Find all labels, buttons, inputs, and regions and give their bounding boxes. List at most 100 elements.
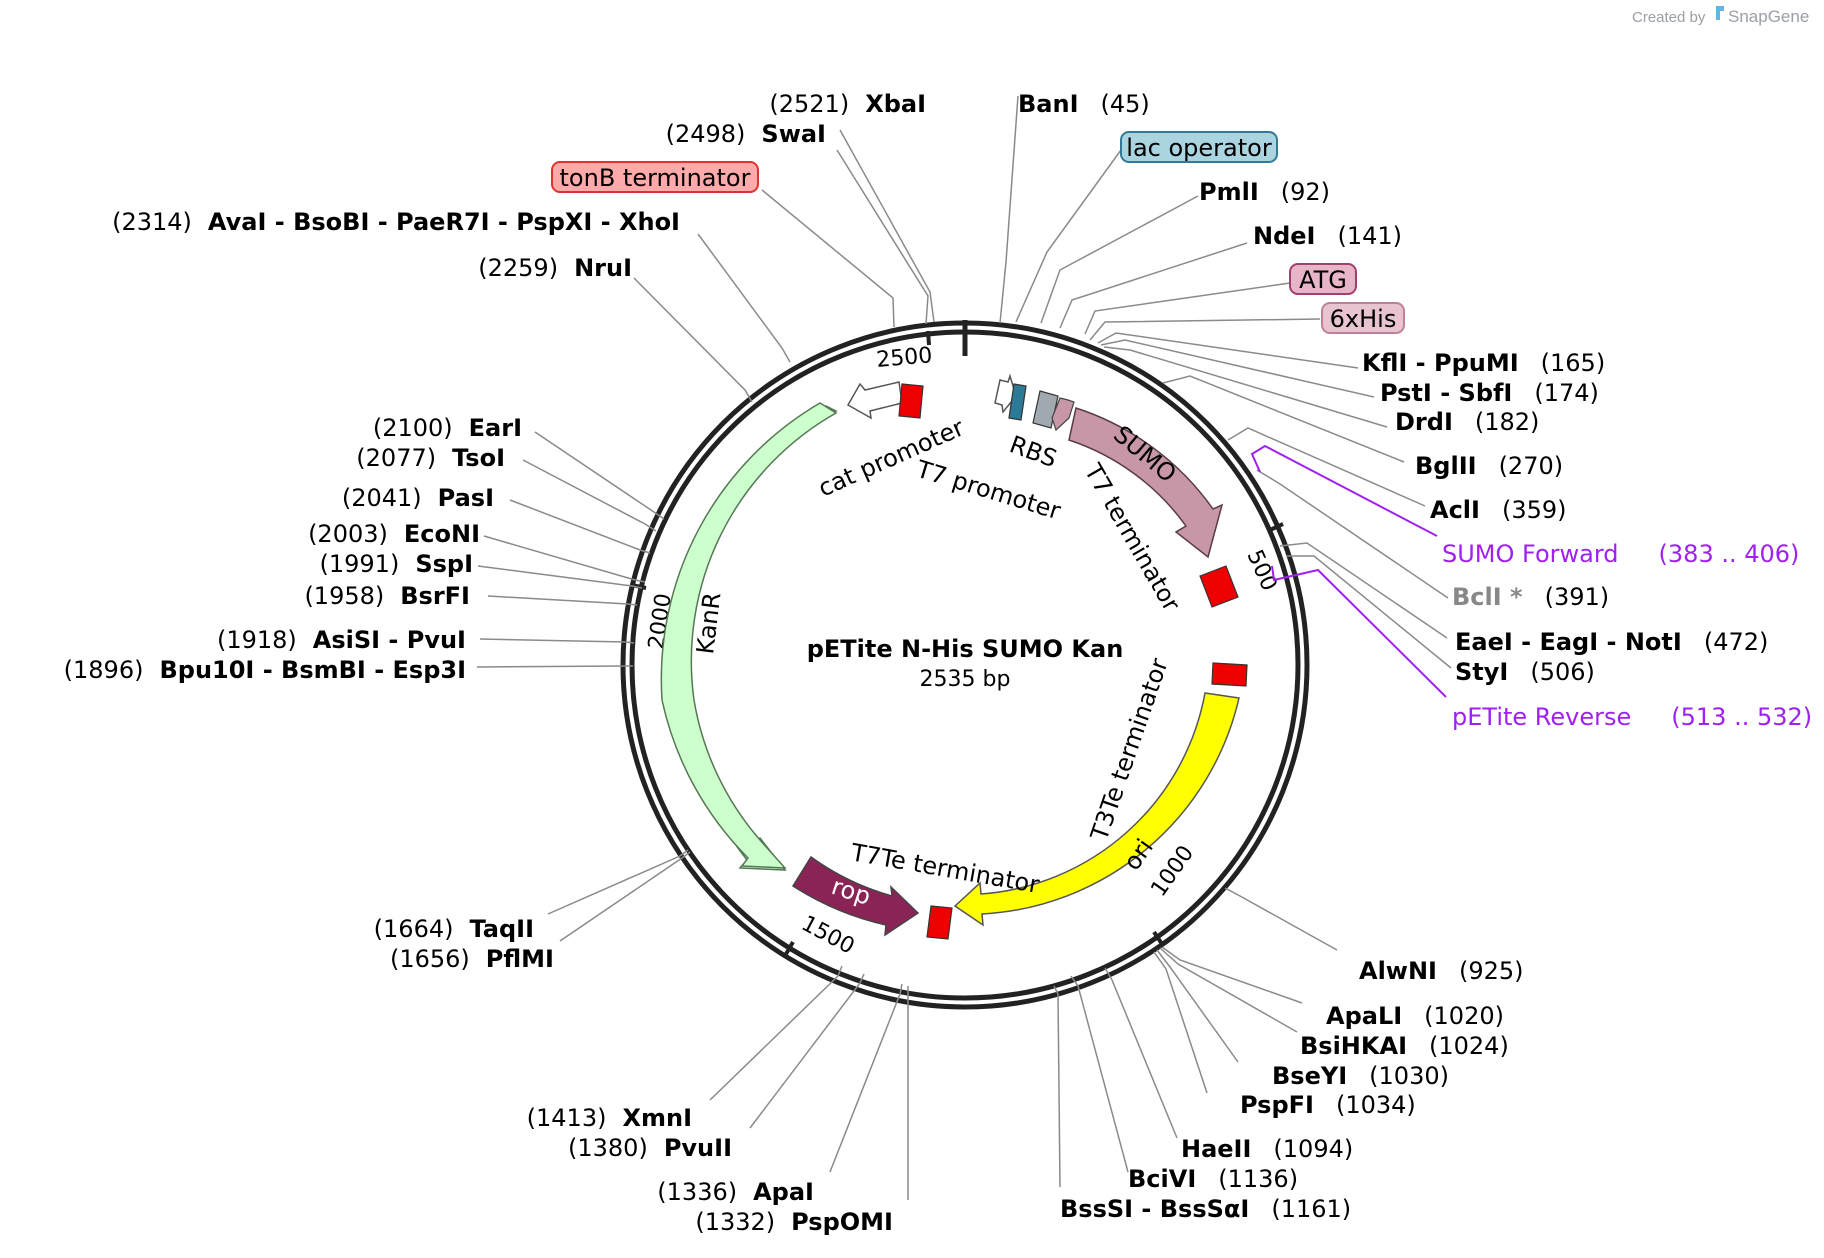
rop-feature[interactable] xyxy=(791,855,920,937)
his-tag-label: 6xHis xyxy=(1330,305,1397,333)
his-tag-box[interactable] xyxy=(1321,302,1405,334)
site-drdi[interactable]: DrdI(182) xyxy=(1395,408,1539,436)
site-haeii[interactable]: HaeII(1094) xyxy=(1181,1135,1353,1163)
site-kfli[interactable]: KflI - PpuMI(165) xyxy=(1362,349,1605,377)
site-pspfi[interactable]: PspFI(1034) xyxy=(1240,1091,1416,1119)
sites-right: BanI(45) PmlI(92) NdeI(141) KflI - PpuMI… xyxy=(1018,90,1768,1223)
leader-bsssi xyxy=(1053,985,1061,1188)
tick-1500 xyxy=(784,940,795,956)
atg-label: ATG xyxy=(1299,266,1347,294)
cat-promoter-feature[interactable] xyxy=(846,381,903,420)
leader-nrui xyxy=(633,277,753,403)
site-bsrfi[interactable]: (1958)BsrFI xyxy=(304,582,470,610)
plasmid-center: pETite N-His SUMO Kan 2535 bp xyxy=(807,635,1124,692)
site-psti[interactable]: PstI - SbfI(174) xyxy=(1380,379,1599,407)
sumo-feature[interactable] xyxy=(1068,407,1224,559)
leader-tonb xyxy=(761,189,895,328)
site-bsihkai[interactable]: BsiHKAI(1024) xyxy=(1300,1032,1509,1060)
site-styi[interactable]: StyI(506) xyxy=(1455,658,1595,686)
tick-1000 xyxy=(1152,930,1164,946)
site-xmni[interactable]: (1413)XmnI xyxy=(527,1104,692,1132)
leader-eaei xyxy=(1279,542,1448,639)
site-bglii[interactable]: BglII(270) xyxy=(1415,452,1563,480)
site-nrui[interactable]: (2259)NruI xyxy=(478,254,632,282)
site-tsoi[interactable]: (2077)TsoI xyxy=(356,444,505,472)
primer-sumo-forward[interactable]: SUMO Forward(383 .. 406) xyxy=(1442,540,1799,568)
leader-pvuii xyxy=(749,973,865,1129)
site-sspi[interactable]: (1991)SspI xyxy=(320,550,474,578)
leader-asisi xyxy=(479,638,635,644)
leader-apali xyxy=(1161,946,1303,1004)
lac-operator-feature[interactable] xyxy=(1008,383,1027,421)
leader-haeii xyxy=(1104,967,1178,1139)
leader-sspi xyxy=(477,565,643,589)
site-bsssi[interactable]: BssSI - BssSαI(1161) xyxy=(1060,1195,1351,1223)
leader-taqii xyxy=(547,849,689,915)
kanr-body xyxy=(660,402,838,869)
site-apai[interactable]: (1336)ApaI xyxy=(657,1178,814,1206)
sites-left: (2521)XbaI (2498)SwaI (2314)AvaI - BsoBI… xyxy=(64,90,926,1236)
tonb-terminator-box[interactable] xyxy=(551,161,759,193)
primers: SUMO Forward(383 .. 406) pETite Reverse(… xyxy=(1442,540,1812,731)
leader-lacop xyxy=(1015,149,1122,323)
site-taqii[interactable]: (1664)TaqII xyxy=(374,915,534,943)
pete-reverse-primer[interactable] xyxy=(1271,565,1447,698)
site-alwni[interactable]: AlwNI(925) xyxy=(1359,957,1524,985)
site-eari[interactable]: (2100)EarI xyxy=(373,414,522,442)
leader-his xyxy=(1089,318,1321,341)
site-asisi[interactable]: (1918)AsiSI - PvuI xyxy=(217,626,466,654)
site-xbai[interactable]: (2521)XbaI xyxy=(769,90,926,118)
site-bpu10i[interactable]: (1896)Bpu10I - BsmBI - Esp3I xyxy=(64,656,466,684)
leader-bani xyxy=(999,95,1019,324)
sumo-forward-primer[interactable] xyxy=(1250,444,1438,537)
site-pvuii[interactable]: (1380)PvuII xyxy=(568,1134,732,1162)
site-bani[interactable]: BanI(45) xyxy=(1018,90,1150,118)
leader-xbai xyxy=(839,129,935,323)
tick-label-2500: 2500 xyxy=(875,343,933,373)
atg-box[interactable] xyxy=(1289,263,1357,295)
leader-pasi xyxy=(509,499,651,554)
site-bcli[interactable]: BclI *(391) xyxy=(1452,583,1609,611)
site-econi[interactable]: (2003)EcoNI xyxy=(308,520,480,548)
leader-styi xyxy=(1286,555,1452,669)
tonb-terminator-label: tonB terminator xyxy=(560,164,751,192)
ori-feature[interactable] xyxy=(953,692,1240,927)
site-pasi[interactable]: (2041)PasI xyxy=(342,484,494,512)
leader-bseyi xyxy=(1156,949,1239,1063)
leader-swai xyxy=(836,149,929,325)
t7-terminator-feature[interactable] xyxy=(1199,565,1239,608)
leader-bpu10i xyxy=(476,665,633,668)
leader-atg xyxy=(1084,282,1291,335)
leader-kfli xyxy=(1097,332,1359,369)
site-pspomi[interactable]: (1332)PspOMI xyxy=(695,1208,893,1236)
tonb-terminator-feature[interactable] xyxy=(898,383,924,419)
site-apali[interactable]: ApaLI(1020) xyxy=(1326,1002,1504,1030)
t3te-terminator-feature[interactable] xyxy=(1211,662,1248,687)
site-bseyi[interactable]: BseYI(1030) xyxy=(1272,1062,1449,1090)
lac-operator-box[interactable] xyxy=(1120,131,1278,163)
lac-operator-label: lac operator xyxy=(1126,134,1272,162)
t7-promoter-feature[interactable] xyxy=(994,373,1017,414)
site-swai[interactable]: (2498)SwaI xyxy=(666,120,826,148)
leader-drdi xyxy=(1103,346,1388,428)
snapgene-brand: Created by SnapGene xyxy=(1632,6,1809,26)
site-bcivi[interactable]: BciVI(1136) xyxy=(1128,1165,1298,1193)
leader-bglii xyxy=(1162,375,1405,463)
site-avai[interactable]: (2314)AvaI - BsoBI - PaeR7I - PspXI - Xh… xyxy=(112,208,680,236)
rbs-label: RBS xyxy=(1006,430,1061,473)
leader-ndei xyxy=(1059,242,1248,329)
leader-pmli xyxy=(1040,195,1199,324)
t7te-terminator-feature[interactable] xyxy=(926,905,953,940)
leader-pflmi xyxy=(559,851,691,942)
site-pmli[interactable]: PmlI(92) xyxy=(1199,178,1330,206)
plasmid-name: pETite N-His SUMO Kan xyxy=(807,635,1124,663)
site-eaei[interactable]: EaeI - EagI - NotI(472) xyxy=(1455,628,1768,656)
primer-pete-reverse[interactable]: pETite Reverse(513 .. 532) xyxy=(1452,703,1812,731)
site-ndei[interactable]: NdeI(141) xyxy=(1253,222,1402,250)
leader-bcivi xyxy=(1070,975,1129,1173)
t7te-terminator-label: T7Te terminator xyxy=(848,838,1042,899)
site-acli[interactable]: AclI(359) xyxy=(1430,496,1567,524)
leader-bsrfi xyxy=(487,595,638,606)
his-tag-feature[interactable] xyxy=(1051,397,1075,432)
site-pflmi[interactable]: (1656)PflMI xyxy=(390,945,554,973)
